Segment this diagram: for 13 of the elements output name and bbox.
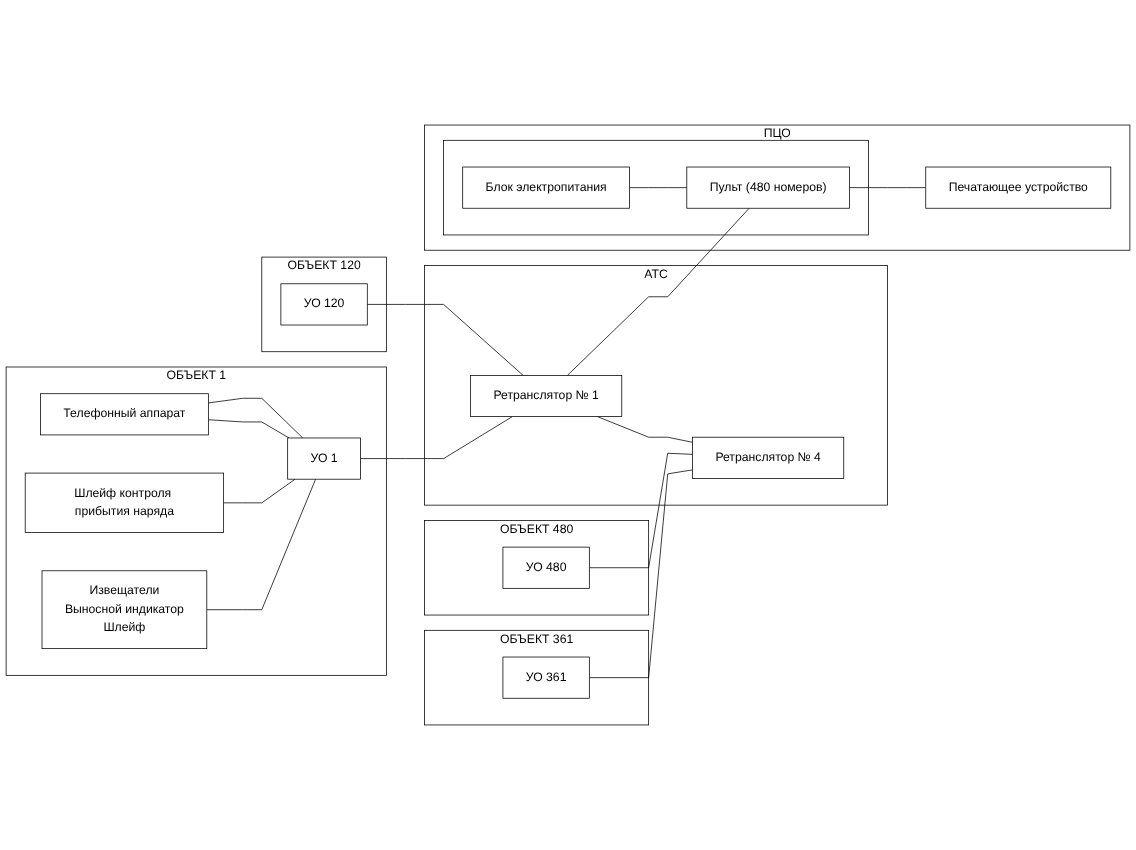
connector	[366, 304, 524, 376]
connector	[567, 207, 750, 376]
connector	[597, 416, 693, 443]
connector	[588, 469, 693, 678]
cluster	[443, 139, 869, 236]
connector	[849, 187, 927, 188]
connector	[223, 478, 296, 504]
connector	[588, 452, 693, 569]
connector	[206, 478, 316, 611]
connector	[208, 419, 290, 439]
connector	[629, 187, 688, 188]
connector	[208, 397, 304, 439]
connector	[360, 416, 513, 459]
